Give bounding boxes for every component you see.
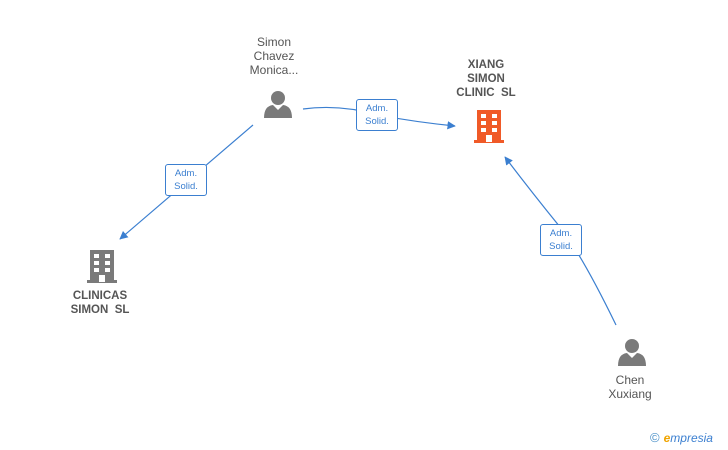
label-line: CLINIC SL — [456, 87, 516, 99]
edge-label-line: Adm. — [549, 228, 573, 239]
brand-first-letter: e — [663, 431, 671, 445]
label-line: XIANG — [467, 59, 505, 71]
person-icon[interactable] — [264, 91, 292, 118]
edge-label-chen-to-xiang[interactable]: Adm. Solid. — [540, 224, 582, 256]
label-line: Chen — [615, 373, 645, 387]
label-line: Monica... — [249, 63, 299, 77]
copyright-symbol: © — [650, 430, 660, 445]
node-label-simon-chavez[interactable]: Simon Chavez Monica... — [238, 35, 310, 77]
label-line: SIMON SL — [70, 304, 130, 316]
edge-label-line: Solid. — [174, 181, 198, 192]
label-line: Xuxiang — [608, 387, 652, 401]
node-label-clinicas-simon[interactable]: CLINICAS SIMON SL — [60, 289, 140, 317]
person-icon[interactable] — [618, 339, 646, 366]
edge-label-line: Adm. — [174, 168, 198, 179]
label-line: Simon — [256, 35, 291, 49]
label-line: CLINICAS — [72, 290, 128, 302]
edge-label-line: Solid. — [365, 116, 389, 127]
brand-name-rest: mpresia — [670, 431, 713, 445]
building-icon[interactable] — [87, 250, 117, 283]
label-line: Chavez — [253, 49, 295, 63]
edge-label-simon-to-clinicas[interactable]: Adm. Solid. — [165, 164, 207, 196]
label-line: SIMON — [467, 73, 505, 85]
edge-label-simon-to-xiang[interactable]: Adm. Solid. — [356, 99, 398, 131]
brand-watermark: ©empresia — [650, 430, 713, 445]
edge-label-line: Solid. — [549, 241, 573, 252]
edge-label-line: Adm. — [365, 103, 389, 114]
node-label-xiang-simon-clinic[interactable]: XIANG SIMON CLINIC SL — [446, 58, 526, 100]
node-label-chen-xuxiang[interactable]: Chen Xuxiang — [594, 373, 666, 401]
building-icon[interactable] — [474, 110, 504, 143]
